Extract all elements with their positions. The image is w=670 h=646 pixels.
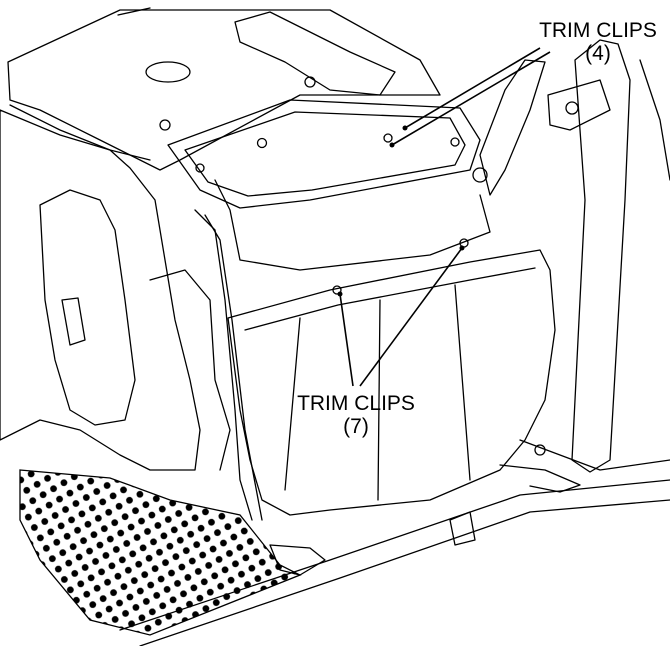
bolt-icon [534,444,546,456]
trim-clips-panel-count: (7) [343,415,369,438]
top-trim-clips [195,133,460,173]
left-side-panel [0,109,201,471]
mesh-floor-panel [19,469,302,636]
trim-clips-panel-label: TRIM CLIPS [297,392,415,415]
seat-base-frame [167,99,481,209]
leader-arrowheads [337,125,465,297]
top-bracket [234,11,396,96]
trim-clips-top-count: (4) [585,42,611,65]
upper-deck-plate [7,9,441,171]
bolt-icon [159,119,171,131]
deck-hole [145,61,191,83]
bolt-icon [472,167,488,183]
roll-bar-post [571,39,631,473]
trim-clips-top-label: TRIM CLIPS [539,19,657,42]
rail-bracket [449,511,476,546]
roll-bar-arm [479,59,546,196]
callout-leaders [339,47,551,387]
front-trim-panel [227,249,556,516]
bolt-icon [304,76,316,88]
